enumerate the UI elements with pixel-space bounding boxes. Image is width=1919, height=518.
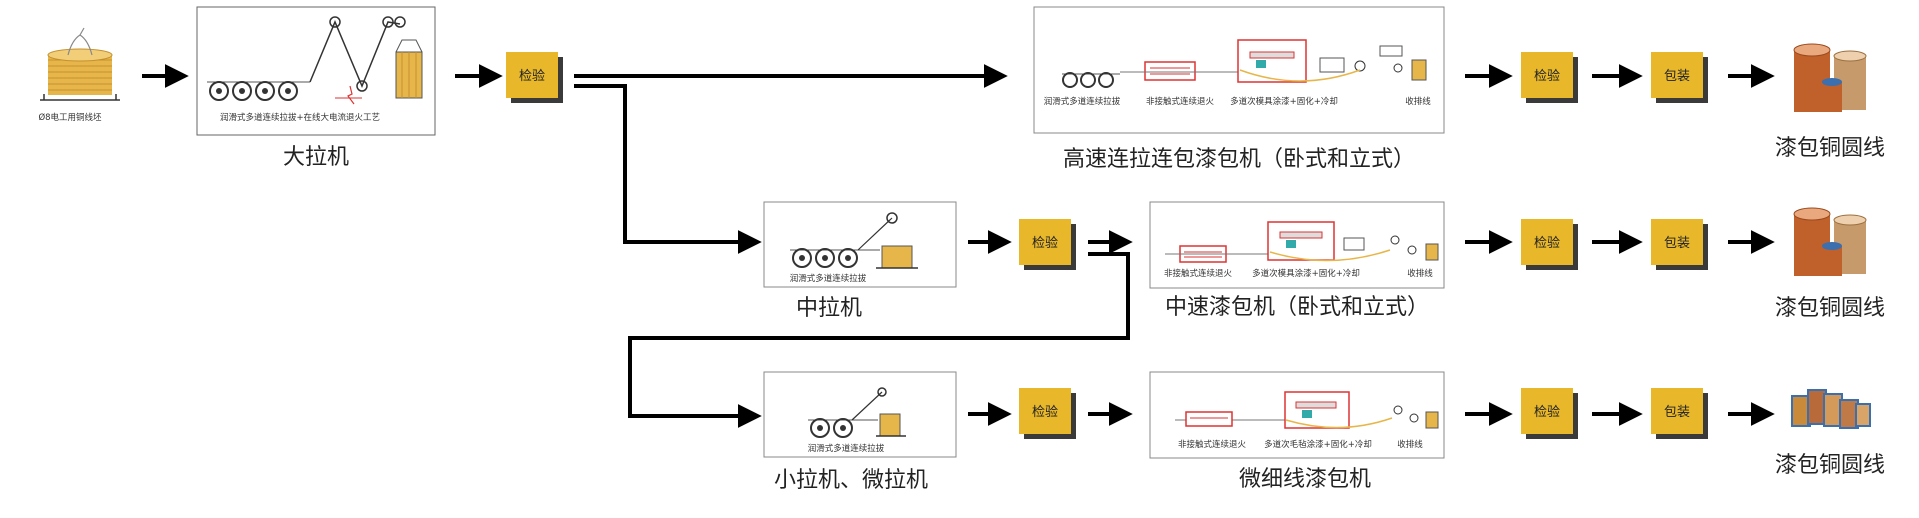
micro-label-3: 收排线 bbox=[1397, 439, 1423, 450]
inspect-label-5: 检验 bbox=[1032, 404, 1058, 420]
big-drawing-machine-panel bbox=[196, 6, 436, 136]
inspect-box-2: 检验 bbox=[1521, 52, 1578, 103]
enamelled-wire-spools-icon bbox=[1793, 207, 1867, 276]
mid-speed-enamel-machine-panel bbox=[1149, 201, 1445, 289]
inspect-box-1: 检验 bbox=[506, 52, 563, 103]
pack-label-1: 包装 bbox=[1664, 69, 1690, 84]
inspect-label-6: 检验 bbox=[1534, 404, 1560, 420]
mid-drawing-title: 中拉机 bbox=[796, 296, 862, 321]
inspect-label-3: 检验 bbox=[1032, 235, 1058, 251]
pack-label-3: 包装 bbox=[1664, 405, 1690, 420]
inspect-label-1: 检验 bbox=[519, 68, 545, 84]
product-label-3: 漆包铜圆线 bbox=[1775, 453, 1885, 478]
high-label-4: 收排线 bbox=[1405, 96, 1431, 107]
micro-label-2: 多道次毛毡涂漆+固化+冷却 bbox=[1264, 439, 1372, 450]
copper-rod-caption: Ø8电工用铜线坯 bbox=[38, 112, 102, 123]
inspect-label-4: 检验 bbox=[1534, 235, 1560, 251]
inspect-box-3: 检验 bbox=[1019, 219, 1076, 270]
mid-drawing-machine-panel bbox=[763, 201, 957, 288]
mid-label-3: 收排线 bbox=[1407, 268, 1433, 279]
pack-label-2: 包装 bbox=[1664, 236, 1690, 251]
mid-speed-title: 中速漆包机（卧式和立式） bbox=[1165, 295, 1429, 320]
inspect-label-2: 检验 bbox=[1534, 68, 1560, 84]
inspect-box-6: 检验 bbox=[1521, 388, 1578, 439]
high-label-3: 多道次模具涂漆+固化+冷却 bbox=[1230, 96, 1338, 107]
micro-enamel-machine-panel bbox=[1149, 371, 1445, 459]
micro-enamel-title: 微细线漆包机 bbox=[1239, 467, 1371, 492]
mid-label-1: 非接触式连续退火 bbox=[1164, 268, 1233, 279]
small-drawing-machine-panel bbox=[763, 371, 957, 458]
product-label-2: 漆包铜圆线 bbox=[1775, 296, 1885, 321]
pack-box-1: 包装 bbox=[1651, 52, 1708, 103]
big-drawing-title: 大拉机 bbox=[283, 145, 349, 170]
pack-box-3: 包装 bbox=[1651, 388, 1708, 439]
copper-rod-coil-icon bbox=[40, 27, 120, 101]
micro-label-1: 非接触式连续退火 bbox=[1178, 439, 1247, 450]
high-label-1: 润滑式多道连续拉拔 bbox=[1044, 96, 1121, 107]
enamelled-wire-spools-icon bbox=[1793, 43, 1867, 112]
inspect-box-5: 检验 bbox=[1019, 388, 1076, 439]
high-label-2: 非接触式连续退火 bbox=[1146, 96, 1215, 107]
small-drawing-title: 小拉机、微拉机 bbox=[774, 468, 928, 493]
mid-label-2: 多道次模具涂漆+固化+冷却 bbox=[1252, 268, 1360, 279]
product-label-1: 漆包铜圆线 bbox=[1775, 136, 1885, 161]
big-drawing-caption: 润滑式多道连续拉拔+在线大电流退火工艺 bbox=[220, 112, 380, 123]
inspect-box-4: 检验 bbox=[1521, 219, 1578, 270]
fine-wire-bobbins-icon bbox=[1791, 389, 1871, 429]
mid-drawing-caption: 润滑式多道连续拉拔 bbox=[790, 273, 867, 284]
high-speed-enamel-machine-panel bbox=[1033, 6, 1445, 134]
pack-box-2: 包装 bbox=[1651, 219, 1708, 270]
small-drawing-caption: 润滑式多道连续拉拔 bbox=[808, 443, 885, 454]
high-speed-title: 高速连拉连包漆包机（卧式和立式） bbox=[1063, 147, 1415, 172]
